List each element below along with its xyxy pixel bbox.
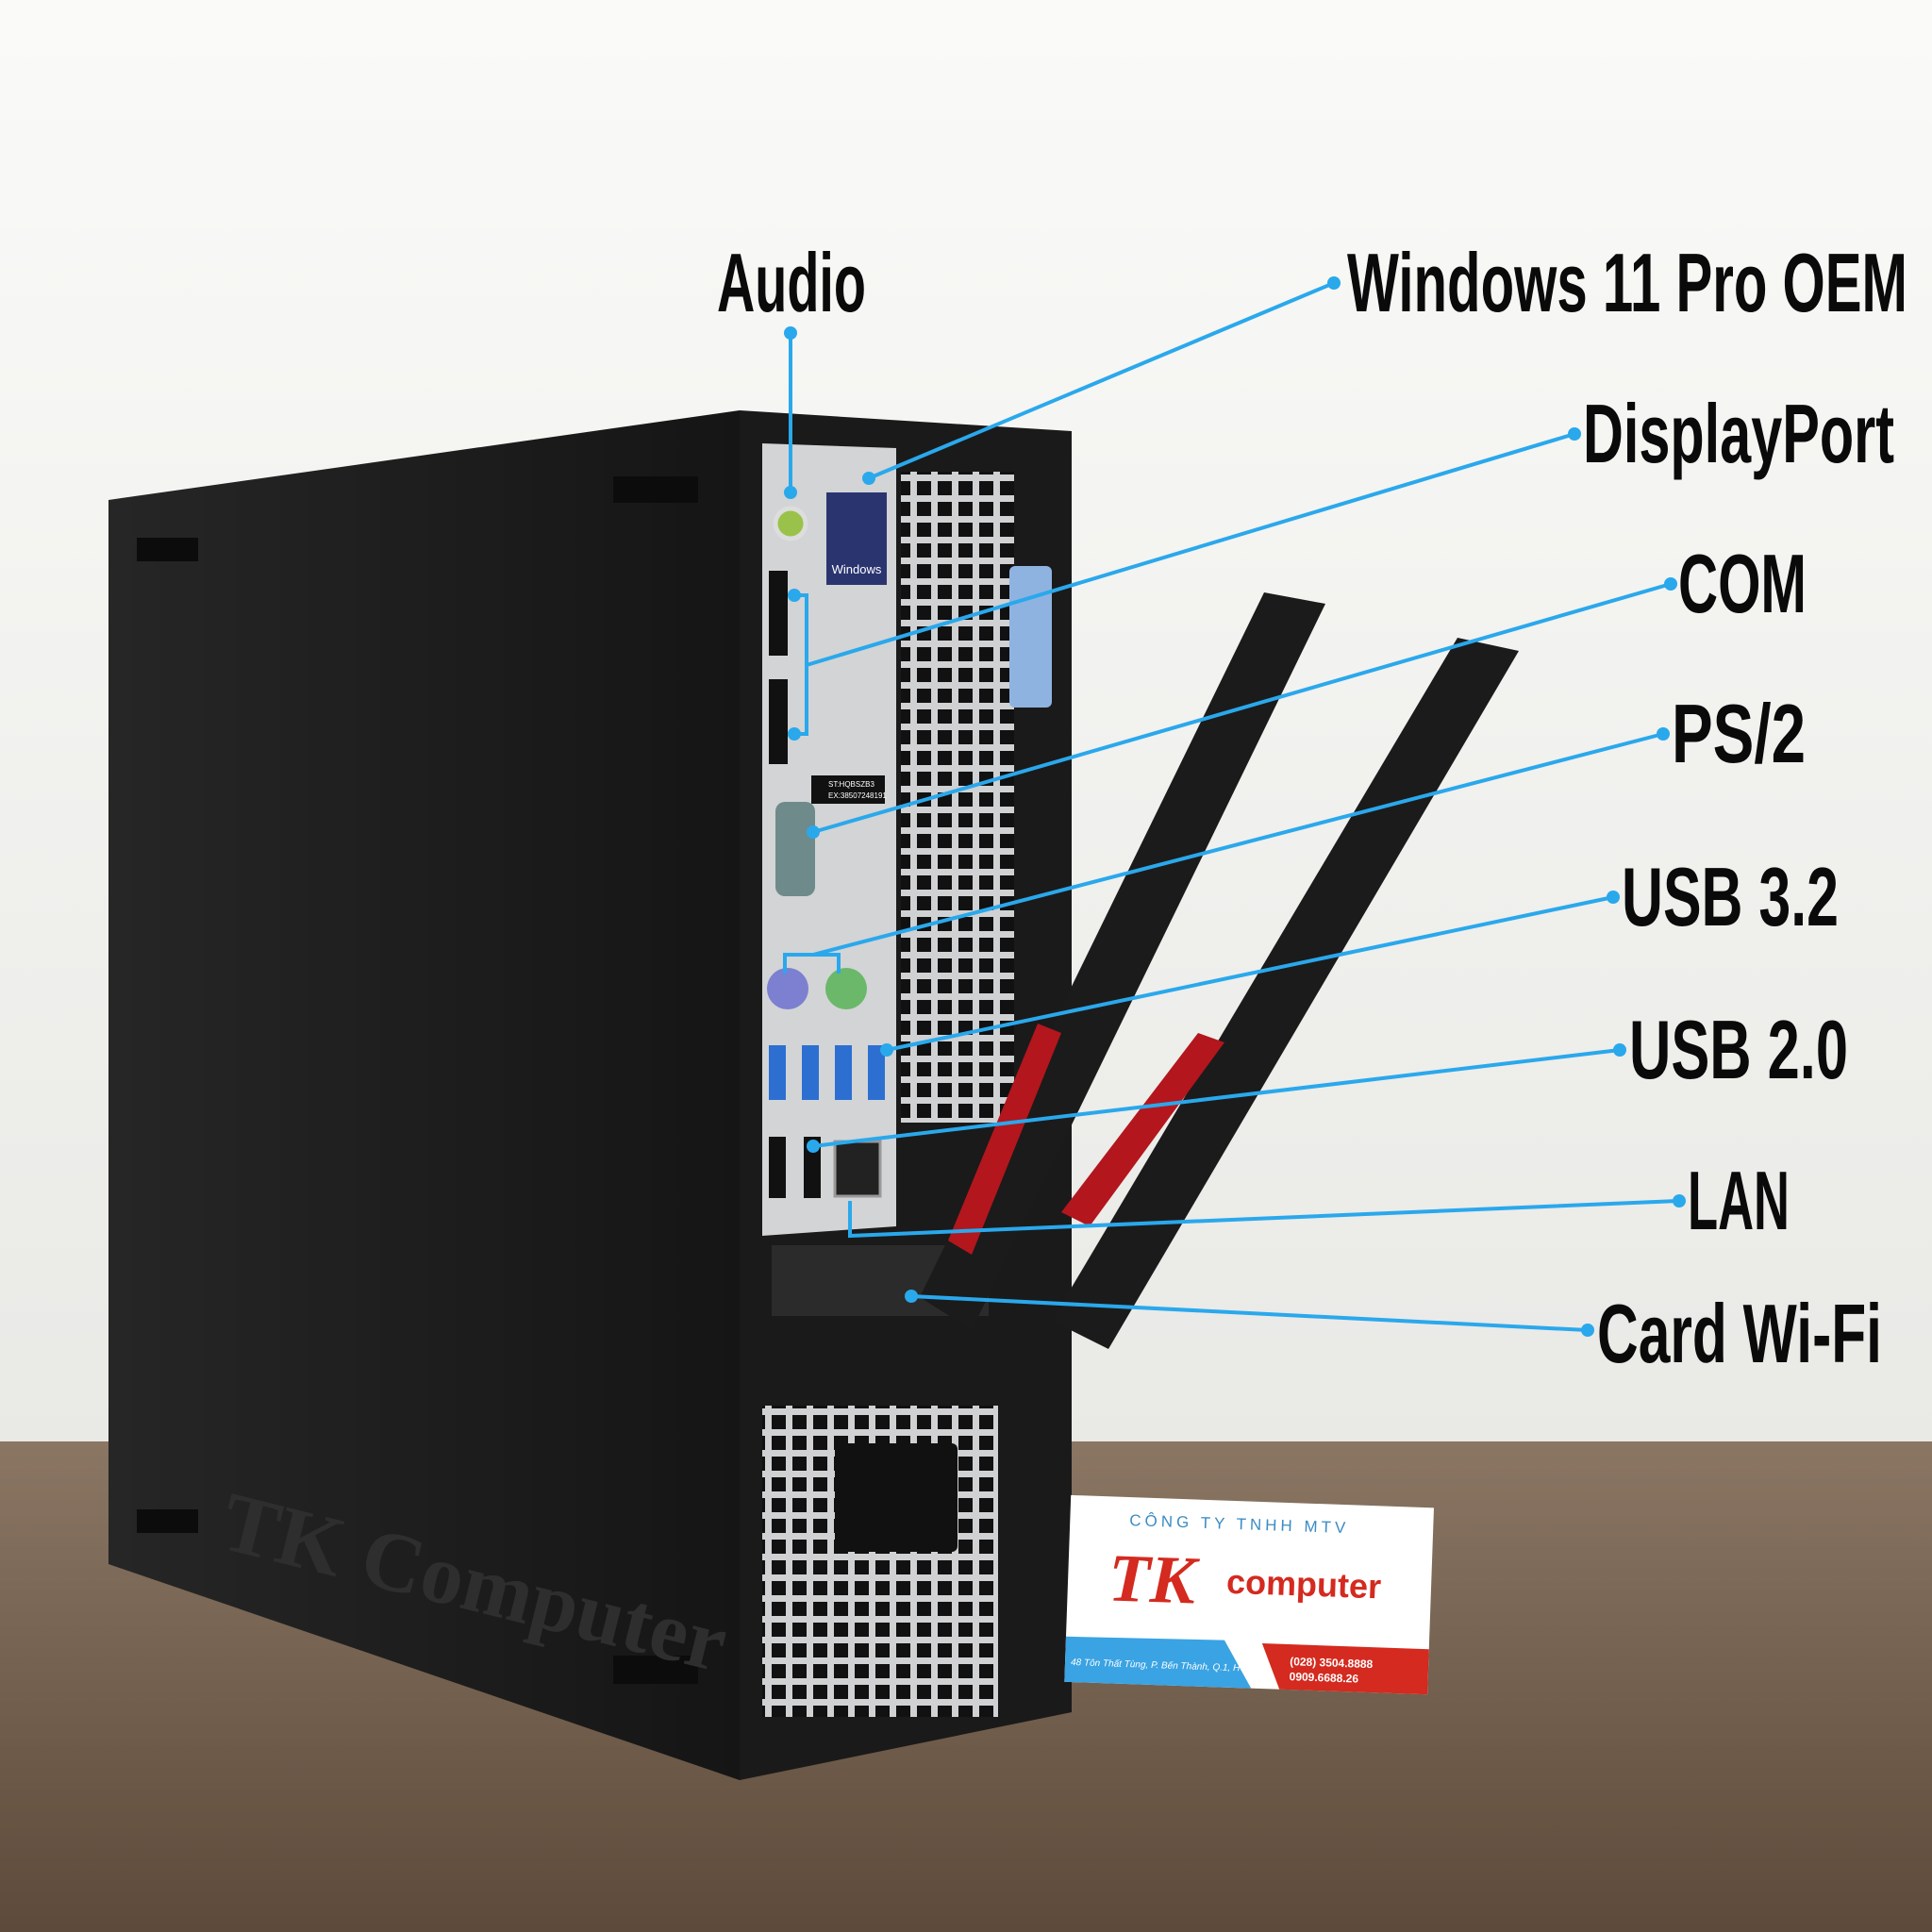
callout-usb20: USB 2.0 (807, 1003, 1848, 1153)
callout-windows: Windows 11 Pro OEM (862, 236, 1907, 485)
ps2-mouse-port (825, 968, 867, 1009)
com-port (775, 802, 815, 896)
label-com: COM (1678, 537, 1807, 630)
foot (613, 476, 698, 503)
card-phone-2: 0909.6688.26 (1289, 1670, 1358, 1686)
service-tag-label (811, 775, 885, 804)
express-code: EX:38507248191 (828, 791, 887, 800)
foot (613, 1656, 698, 1684)
ps2-keyboard-port (767, 968, 808, 1009)
label-windows: Windows 11 Pro OEM (1347, 236, 1907, 329)
power-socket (835, 1443, 958, 1552)
sticker-brand: Windows (832, 562, 882, 576)
service-tag: ST:HQBSZB3 (828, 780, 874, 789)
label-ps2: PS/2 (1672, 687, 1806, 780)
wifi-antenna-left (920, 592, 1325, 1330)
lan-port (833, 1140, 882, 1198)
label-usb20: USB 2.0 (1629, 1003, 1848, 1096)
callout-usb32: USB 3.2 (880, 850, 1839, 1057)
card-logo-computer: computer (1225, 1562, 1381, 1607)
foot (137, 1509, 198, 1533)
io-plate (762, 443, 896, 1236)
label-wifi: Card Wi-Fi (1597, 1287, 1882, 1380)
release-latch (1009, 566, 1052, 708)
label-displayport: DisplayPort (1583, 387, 1894, 480)
audio-jack (773, 506, 808, 541)
callout-wifi: Card Wi-Fi (905, 1287, 1882, 1380)
displayport-2 (769, 679, 788, 764)
displayport-1 (769, 571, 788, 656)
label-usb32: USB 3.2 (1622, 850, 1839, 943)
label-audio: Audio (717, 236, 866, 329)
business-card: CÔNG TY TNHH MTV TK computer 48 Tôn Thất… (1064, 1494, 1434, 1695)
vent-grill (901, 472, 1014, 1123)
label-lan: LAN (1688, 1154, 1790, 1247)
usb32-ports (769, 1045, 885, 1100)
callout-lan: LAN (848, 1154, 1790, 1247)
windows-sticker (826, 492, 887, 585)
foot (137, 538, 198, 561)
card-logo-tk: TK (1108, 1540, 1202, 1618)
wifi-antenna-right (1052, 638, 1519, 1349)
pc-side-panel (108, 410, 740, 1780)
usb20-ports (769, 1137, 821, 1198)
card-phone-1: (028) 3504.8888 (1290, 1655, 1374, 1671)
callout-displayport: DisplayPort (788, 387, 1894, 741)
callout-ps2: PS/2 (783, 687, 1806, 974)
callout-audio: Audio (717, 236, 866, 499)
callout-com: COM (807, 537, 1807, 839)
